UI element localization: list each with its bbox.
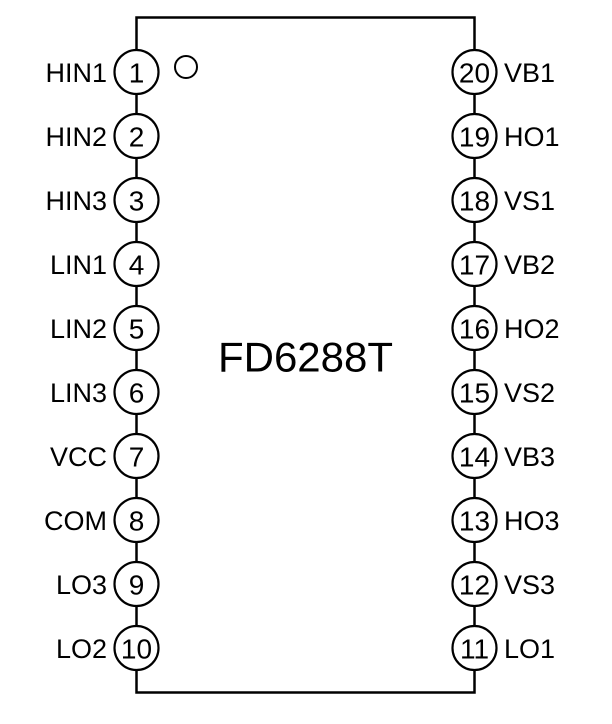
pin-number: 19 xyxy=(459,122,490,153)
pin-number: 17 xyxy=(459,250,490,281)
pin-number: 1 xyxy=(129,58,145,89)
pin-number: 5 xyxy=(129,314,145,345)
pin-label: LO2 xyxy=(56,634,107,664)
pin-number: 20 xyxy=(459,58,490,89)
pin-label: LO1 xyxy=(504,634,555,664)
pin-number: 9 xyxy=(129,570,145,601)
pin-label: VB2 xyxy=(504,250,555,280)
pin-circle xyxy=(113,304,160,352)
chip-title: FD6288T xyxy=(218,334,393,381)
pin-label: VB3 xyxy=(504,442,555,472)
pin-label: VCC xyxy=(50,442,107,472)
pin-circle xyxy=(451,304,498,352)
pin-circle xyxy=(451,176,498,224)
pin-number: 10 xyxy=(121,634,152,665)
pin-label: HIN3 xyxy=(45,186,107,216)
pin-circle xyxy=(113,624,160,672)
pin-circle xyxy=(451,496,498,544)
pin-number: 3 xyxy=(129,186,145,217)
pin-number: 7 xyxy=(129,442,145,473)
pin-label: LIN1 xyxy=(50,250,107,280)
pin-label: VS3 xyxy=(504,570,555,600)
pin-number: 12 xyxy=(459,570,490,601)
pin-circle xyxy=(113,112,160,160)
pin-label: HIN2 xyxy=(45,122,107,152)
pin-label: VB1 xyxy=(504,58,555,88)
pin-number: 4 xyxy=(129,250,145,281)
pin-circle xyxy=(451,112,498,160)
pin-number: 14 xyxy=(459,442,490,473)
pin-circle xyxy=(113,496,160,544)
pin-number: 16 xyxy=(459,314,490,345)
pin-number: 13 xyxy=(459,506,490,537)
pin-circle xyxy=(451,368,498,416)
pin-circle xyxy=(451,240,498,288)
pin-label: HO3 xyxy=(504,506,560,536)
pin-label: LIN2 xyxy=(50,314,107,344)
pin-label: COM xyxy=(44,506,107,536)
pin-number: 2 xyxy=(129,122,145,153)
pin-label: VS2 xyxy=(504,378,555,408)
pin-label: LO3 xyxy=(56,570,107,600)
pin-circle xyxy=(451,624,498,672)
pin-label: HO2 xyxy=(504,314,560,344)
pin-circle xyxy=(113,368,160,416)
pin-circle xyxy=(113,560,160,608)
pin-label: VS1 xyxy=(504,186,555,216)
pin-circle xyxy=(451,560,498,608)
pin1-indicator-icon xyxy=(174,55,198,79)
chip-body xyxy=(135,16,476,694)
pin-label: LIN3 xyxy=(50,378,107,408)
pin-number: 8 xyxy=(129,506,145,537)
pin-circle xyxy=(113,432,160,480)
pin-circle xyxy=(113,48,160,96)
pin-circle xyxy=(113,240,160,288)
pin-label: HO1 xyxy=(504,122,560,152)
pin-circle xyxy=(451,432,498,480)
pin-number: 18 xyxy=(459,186,490,217)
pin-circle xyxy=(113,176,160,224)
pin-circle xyxy=(451,48,498,96)
pin-number: 15 xyxy=(459,378,490,409)
pin-label: HIN1 xyxy=(45,58,107,88)
pin-number: 6 xyxy=(129,378,145,409)
pin-number: 11 xyxy=(460,634,489,665)
